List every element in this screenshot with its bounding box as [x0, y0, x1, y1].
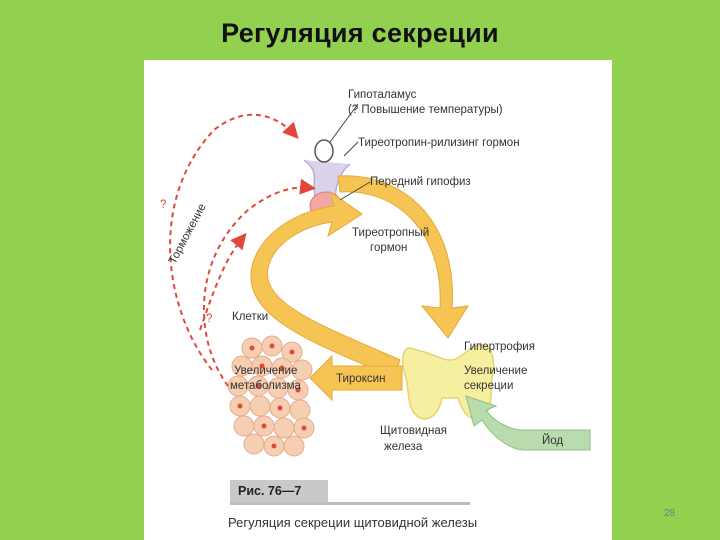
label-thyroxine: Тироксин — [336, 372, 385, 386]
label-metabolism-1: Увеличение — [234, 364, 297, 378]
figure-number: Рис. 76—7 — [230, 480, 328, 502]
label-trh: Тиреотропин-рилизинг гормон — [358, 136, 520, 150]
tsh-arrow — [338, 176, 468, 338]
label-secretion-1: Увеличение — [464, 364, 527, 378]
label-thyroid-2: железа — [384, 440, 422, 454]
label-pituitary: Передний гипофиз — [370, 175, 471, 189]
label-temperature: (? Повышение температуры) — [348, 103, 503, 117]
label-secretion-2: секреции — [464, 379, 513, 393]
label-thyroid-1: Щитовидная — [380, 424, 447, 438]
iodine-arrow — [466, 396, 590, 450]
figure-caption: Регуляция секреции щитовидной железы — [228, 515, 477, 530]
label-hypothalamus: Гипоталамус — [348, 88, 416, 102]
slide-title: Регуляция секреции — [0, 18, 720, 49]
label-hypertrophy: Гипертрофия — [464, 340, 535, 354]
figure-rule — [230, 502, 470, 505]
label-tsh-1: Тиреотропный — [352, 226, 429, 240]
label-metabolism-2: метаболизма — [230, 379, 301, 393]
diagram-graphics — [144, 60, 612, 540]
slide-number: 28 — [664, 508, 675, 519]
label-question-2: ? — [206, 312, 212, 326]
label-question-1: ? — [160, 198, 166, 212]
cells-cluster — [228, 336, 314, 456]
label-iodine: Йод — [542, 434, 563, 448]
label-tsh-2: гормон — [370, 241, 407, 255]
diagram-figure: Гипоталамус (? Повышение температуры) Ти… — [144, 60, 612, 540]
label-cells: Клетки — [232, 310, 268, 324]
